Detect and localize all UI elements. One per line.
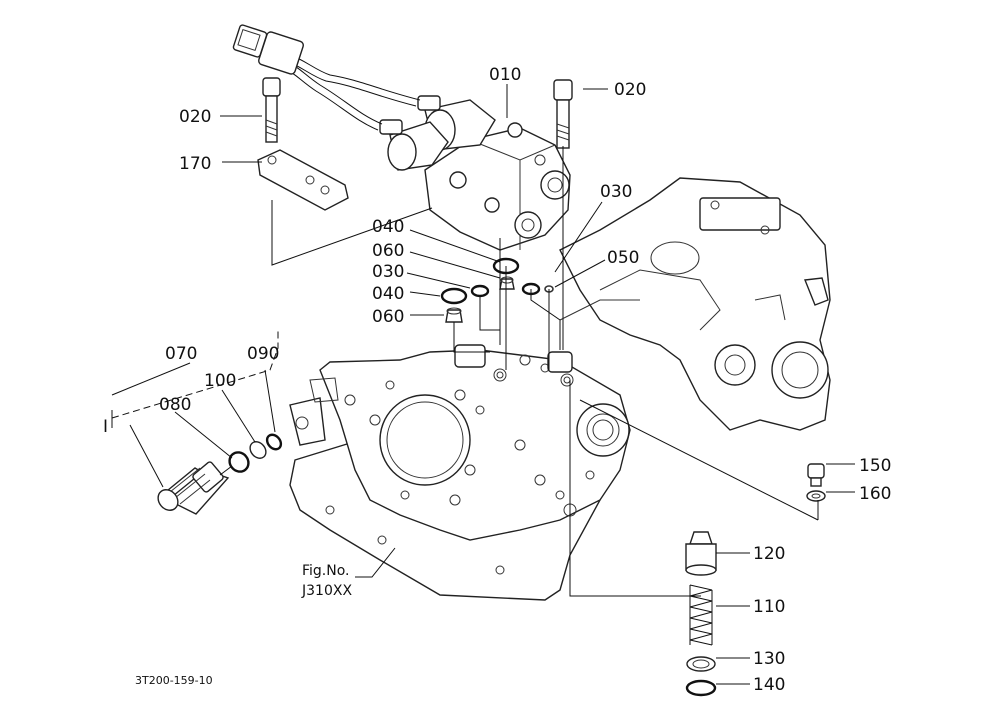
- label-070: 070: [165, 344, 197, 364]
- spring-110: [689, 584, 713, 646]
- plate-170: [257, 149, 349, 211]
- control-valve: [379, 95, 571, 251]
- label-160: 160: [859, 484, 891, 504]
- label-030-lower: 030: [372, 262, 404, 282]
- rear-housing: [559, 177, 831, 431]
- leader-lines: [129, 84, 855, 685]
- label-030-upper: 030: [600, 182, 632, 202]
- callout-labels: 010 020 020 170 030 040 060 050 030 040 …: [159, 65, 891, 695]
- washer-160: [806, 490, 826, 502]
- label-060-upper: 060: [372, 241, 404, 261]
- figure-ref-line1: Fig.No.: [302, 563, 350, 579]
- washer-130: [686, 656, 716, 672]
- snap-ring-140: [685, 679, 717, 697]
- bolt-020-left: [262, 77, 281, 143]
- label-060-lower: 060: [372, 307, 404, 327]
- label-100: 100: [204, 371, 236, 391]
- label-040-upper: 040: [372, 217, 404, 237]
- drawing-code: 3T200-159-10: [135, 674, 213, 687]
- reference-lines: [111, 146, 819, 597]
- label-010: 010: [489, 65, 521, 85]
- label-040-lower: 040: [372, 284, 404, 304]
- label-140: 140: [753, 675, 785, 695]
- label-020-right: 020: [614, 80, 646, 100]
- piston-120: [685, 531, 717, 576]
- plug-150: [807, 463, 825, 487]
- label-090: 090: [247, 344, 279, 364]
- label-150: 150: [859, 456, 891, 476]
- label-050: 050: [607, 248, 639, 268]
- left-marker: I: [103, 417, 108, 437]
- label-130: 130: [753, 649, 785, 669]
- wire-harness: [232, 24, 421, 131]
- seals-group: [440, 257, 554, 323]
- label-120: 120: [753, 544, 785, 564]
- figure-ref-line2: J310XX: [301, 583, 352, 599]
- label-080: 080: [159, 395, 191, 415]
- label-020-left: 020: [179, 107, 211, 127]
- label-110: 110: [753, 597, 785, 617]
- bolt-020-right: [553, 79, 573, 149]
- relief-valve: [157, 433, 283, 515]
- label-170: 170: [179, 154, 211, 174]
- transmission-housing: [289, 344, 631, 601]
